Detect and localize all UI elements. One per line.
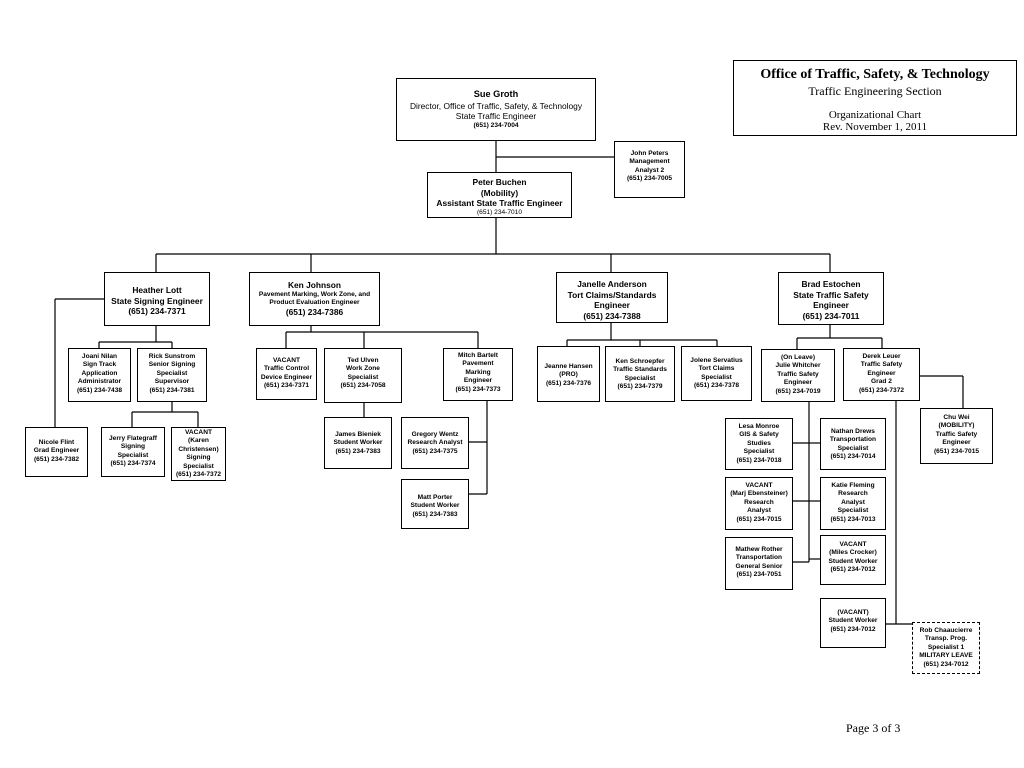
staff-wei-box: Chu Wei (MOBILITY) Traffic Safety Engine…: [920, 408, 993, 464]
staff-christensen-box: VACANT (Karen Christensen) Signing Speci…: [171, 427, 226, 481]
revision-date: Rev. November 1, 2011: [822, 121, 928, 133]
staff-leuer-box: Derek Leuer Traffic Safety Engineer Grad…: [843, 348, 920, 401]
staff-drews-box: Nathan Drews Transportation Specialist (…: [820, 418, 886, 470]
staff-bieniek-box: James Bieniek Student Worker (651) 234-7…: [324, 417, 392, 469]
assistant-box: Peter Buchen (Mobility) Assistant State …: [427, 172, 572, 218]
staff-chaaucierre-box: Rob Chaaucierre Transp. Prog. Specialist…: [912, 622, 980, 674]
staff-ebensteiner-box: VACANT (Marj Ebensteiner) Research Analy…: [725, 477, 793, 530]
page-number: Page 3 of 3: [846, 721, 901, 735]
staff-fleming-box: Katie Fleming Research Analyst Specialis…: [820, 477, 886, 530]
staff-nilan-box: Joani Nilan Sign Track Application Admin…: [68, 348, 131, 402]
title-block: Office of Traffic, Safety, & Technology …: [733, 60, 1017, 136]
staff-monroe-box: Lesa Monroe GIS & Safety Studies Special…: [725, 418, 793, 470]
staff-hansen-box: Jeanne Hansen (PRO) (651) 234-7376: [537, 346, 600, 402]
staff-crocker-box: VACANT (Miles Crocker) Student Worker (6…: [820, 535, 886, 585]
chart-title: Office of Traffic, Safety, & Technology: [760, 67, 990, 82]
staff-schroepfer-box: Ken Schroepfer Traffic Standards Special…: [605, 346, 675, 402]
staff-porter-box: Matt Porter Student Worker (651) 234-738…: [401, 479, 469, 529]
manager-anderson-box: Janelle Anderson Tort Claims/Standards E…: [556, 272, 668, 323]
staff-sunstrom-box: Rick Sunstrom Senior Signing Specialist …: [137, 348, 207, 402]
staff-ulven-box: Ted Ulven Work Zone Specialist (651) 234…: [324, 348, 402, 403]
staff-vacant-tcd-box: VACANT Traffic Control Device Engineer (…: [256, 348, 317, 400]
staff-vacant-student-box: (VACANT) Student Worker (651) 234-7012: [820, 598, 886, 648]
chart-name: Organizational Chart: [828, 109, 922, 121]
manager-lott-box: Heather Lott State Signing Engineer (651…: [104, 272, 210, 326]
manager-johnson-box: Ken Johnson Pavement Marking, Work Zone,…: [249, 272, 380, 326]
staff-flint-box: Nicole Flint Grad Engineer (651) 234-738…: [25, 427, 88, 477]
staff-rother-box: Mathew Rother Transportation General Sen…: [725, 537, 793, 590]
staff-flategraff-box: Jerry Flategraff Signing Specialist (651…: [101, 427, 165, 477]
staff-servatius-box: Jolene Servatius Tort Claims Specialist …: [681, 346, 752, 401]
staff-whitcher-box: (On Leave) Julie Whitcher Traffic Safety…: [761, 349, 835, 402]
analyst-box: John Peters Management Analyst 2 (651) 2…: [614, 141, 685, 198]
director-box: Sue Groth Director, Office of Traffic, S…: [396, 78, 596, 141]
section-name: Traffic Engineering Section: [808, 84, 942, 98]
staff-bartelt-box: Mitch Bartelt Pavement Marking Engineer …: [443, 348, 513, 401]
staff-wentz-box: Gregory Wentz Research Analyst (651) 234…: [401, 417, 469, 469]
manager-estochen-box: Brad Estochen State Traffic Safety Engin…: [778, 272, 884, 325]
